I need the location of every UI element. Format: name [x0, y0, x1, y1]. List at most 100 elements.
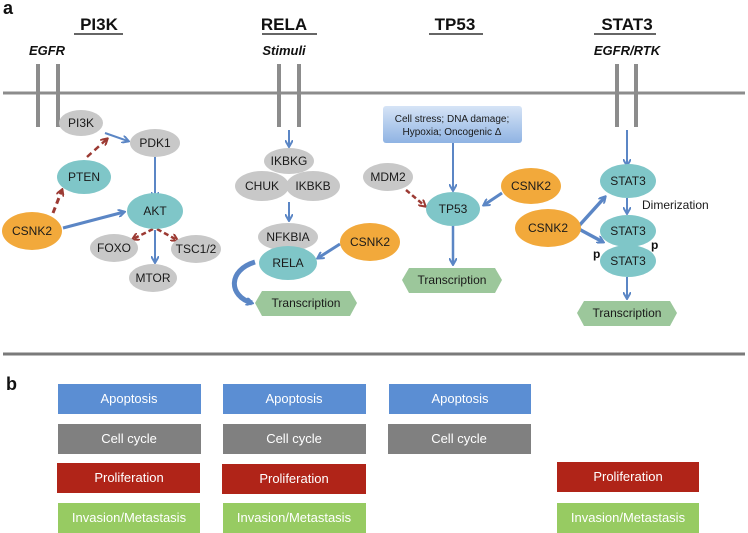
pathway-title-rela: RELA [261, 15, 317, 35]
stimulus-egfr-rtk: EGFR/RTK [594, 43, 662, 58]
svg-text:CSNK2: CSNK2 [12, 224, 52, 238]
svg-text:CHUK: CHUK [245, 179, 279, 193]
node-stat3-dimer-2: STAT3 [600, 245, 656, 277]
outcome-invasion: Invasion/Metastasis [58, 503, 200, 533]
node-ikbkb: IKBKB [286, 171, 340, 201]
receptor-egfr-rtk [615, 64, 638, 127]
pi3k-arrows [51, 132, 177, 262]
svg-text:STAT3: STAT3 [610, 224, 646, 238]
panel-label-b: b [6, 374, 17, 394]
outcome-apoptosis: Apoptosis [389, 384, 531, 414]
outcome-apoptosis: Apoptosis [223, 384, 366, 414]
svg-text:Proliferation: Proliferation [94, 470, 163, 485]
transcription-stat3: Transcription [577, 301, 677, 326]
svg-text:Hypoxia; Oncogenic Δ: Hypoxia; Oncogenic Δ [403, 127, 502, 138]
node-tsc: TSC1/2 [171, 235, 221, 263]
svg-text:STAT3: STAT3 [610, 254, 646, 268]
transcription-rela: Transcription [255, 291, 357, 316]
svg-text:IKBKG: IKBKG [271, 154, 308, 168]
stimulus-stimuli: Stimuli [262, 43, 306, 58]
svg-text:TP53: TP53 [439, 202, 468, 216]
pathway-title-stat3: STAT3 [594, 15, 656, 35]
svg-text:Invasion/Metastasis: Invasion/Metastasis [237, 510, 352, 525]
dimerization-label: Dimerization [642, 198, 709, 212]
svg-text:Invasion/Metastasis: Invasion/Metastasis [72, 510, 187, 525]
svg-text:Apoptosis: Apoptosis [100, 391, 158, 406]
svg-text:Transcription: Transcription [272, 296, 341, 310]
node-ikbkg: IKBKG [264, 148, 314, 174]
node-rela: RELA [259, 246, 317, 280]
outcome-proliferation: Proliferation [222, 464, 366, 494]
svg-text:Cell cycle: Cell cycle [431, 431, 487, 446]
svg-text:RELA: RELA [272, 256, 303, 270]
svg-text:Invasion/Metastasis: Invasion/Metastasis [571, 510, 686, 525]
pathway-title-tp53: TP53 [429, 15, 483, 35]
svg-text:Cell cycle: Cell cycle [101, 431, 157, 446]
svg-text:CSNK2: CSNK2 [528, 221, 568, 235]
outcome-apoptosis: Apoptosis [58, 384, 201, 414]
svg-text:Cell cycle: Cell cycle [266, 431, 322, 446]
outcome-cell-cycle: Cell cycle [223, 424, 366, 454]
svg-text:PI3K: PI3K [68, 116, 94, 130]
svg-text:PDK1: PDK1 [139, 136, 171, 150]
outcome-column-rela: Apoptosis Cell cycle Proliferation Invas… [222, 384, 366, 533]
phospho-label-2: p [593, 247, 600, 261]
outcome-invasion: Invasion/Metastasis [557, 503, 699, 533]
stat3-arrows [575, 130, 627, 298]
pathway-title-pi3k: PI3K [74, 15, 123, 35]
panel-label-a: a [3, 0, 14, 18]
svg-text:MDM2: MDM2 [370, 170, 406, 184]
svg-text:AKT: AKT [143, 204, 167, 218]
outcome-invasion: Invasion/Metastasis [223, 503, 366, 533]
svg-text:Apoptosis: Apoptosis [265, 391, 323, 406]
outcome-proliferation: Proliferation [57, 463, 200, 493]
svg-text:CSNK2: CSNK2 [350, 235, 390, 249]
svg-text:Apoptosis: Apoptosis [431, 391, 489, 406]
svg-text:TSC1/2: TSC1/2 [176, 242, 217, 256]
svg-text:NFKBIA: NFKBIA [266, 230, 309, 244]
phospho-label-1: p [651, 238, 658, 252]
node-nfkbia: NFKBIA [258, 223, 318, 251]
node-stat3-dimer-1: STAT3 [600, 215, 656, 247]
svg-text:PTEN: PTEN [68, 170, 100, 184]
node-tp53: TP53 [426, 192, 480, 226]
stress-box: Cell stress; DNA damage; Hypoxia; Oncoge… [383, 106, 522, 143]
outcome-cell-cycle: Cell cycle [58, 424, 201, 454]
node-stat3-monomer: STAT3 [600, 164, 656, 198]
svg-text:Proliferation: Proliferation [593, 469, 662, 484]
svg-text:CSNK2: CSNK2 [511, 179, 551, 193]
stimulus-egfr: EGFR [29, 43, 66, 58]
transcription-tp53: Transcription [402, 268, 502, 293]
svg-text:TP53: TP53 [435, 15, 476, 34]
svg-text:Transcription: Transcription [418, 273, 487, 287]
outcome-cell-cycle: Cell cycle [388, 424, 531, 454]
node-csnk2-rela: CSNK2 [340, 223, 400, 261]
outcome-column-pi3k: Apoptosis Cell cycle Proliferation Invas… [57, 384, 201, 533]
node-pi3k: PI3K [59, 110, 103, 136]
node-csnk2-stat3: CSNK2 [515, 209, 581, 247]
receptor-rela [277, 64, 301, 127]
svg-text:Proliferation: Proliferation [259, 471, 328, 486]
svg-text:MTOR: MTOR [135, 271, 170, 285]
node-akt: AKT [127, 193, 183, 229]
svg-text:Cell stress; DNA damage;: Cell stress; DNA damage; [395, 114, 510, 125]
svg-text:IKBKB: IKBKB [295, 179, 330, 193]
svg-text:PI3K: PI3K [80, 15, 119, 34]
node-mtor: MTOR [129, 264, 177, 292]
svg-text:STAT3: STAT3 [610, 174, 646, 188]
node-pten: PTEN [57, 160, 111, 194]
node-chuk: CHUK [235, 171, 289, 201]
outcome-column-tp53: Apoptosis Cell cycle [388, 384, 531, 454]
svg-text:Transcription: Transcription [593, 306, 662, 320]
rela-arrows [231, 130, 341, 303]
node-pdk1: PDK1 [130, 129, 180, 157]
receptor-egfr [36, 64, 60, 127]
node-csnk2-tp53: CSNK2 [501, 168, 561, 204]
node-foxo: FOXO [90, 234, 138, 262]
svg-text:STAT3: STAT3 [601, 15, 652, 34]
outcome-column-stat3: Proliferation Invasion/Metastasis [557, 462, 699, 533]
svg-text:RELA: RELA [261, 15, 307, 34]
node-mdm2: MDM2 [363, 163, 413, 191]
svg-text:FOXO: FOXO [97, 241, 131, 255]
